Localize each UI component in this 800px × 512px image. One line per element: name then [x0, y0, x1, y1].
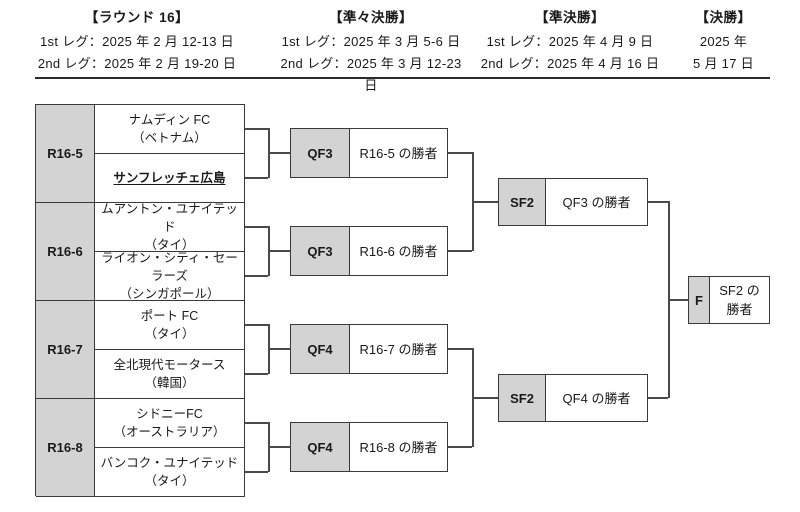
header-round16: 【ラウンド 16】 1st レグ：2025 年 2 月 12-13 日 2nd … [30, 8, 244, 75]
team-cell-jeonbuk: 全北現代モータース （韓国） [95, 350, 245, 399]
round16-leg1-date: 1st レグ：2025 年 2 月 12-13 日 [40, 34, 234, 49]
team-country: （タイ） [144, 327, 195, 341]
team-name: バンコク・ユナイテッド [100, 456, 239, 470]
connector [245, 324, 268, 326]
final-title: 【決勝】 [695, 10, 752, 25]
connector [268, 348, 290, 350]
connector [245, 422, 268, 424]
connector [245, 275, 268, 277]
quarterfinal-title: 【準々決勝】 [329, 10, 413, 25]
final-winner-line1: SF2 の [719, 283, 760, 298]
sf2-winner-slot: QF4 の勝者 [562, 390, 631, 406]
header-final: 【決勝】 2025 年 5 月 17 日 [685, 8, 762, 75]
sf2-label: SF2 [499, 375, 546, 421]
team-country: （オーストラリア） [113, 425, 226, 439]
connector [472, 201, 498, 203]
team-cell-sydneyfc: シドニーFC （オーストラリア） [95, 399, 245, 448]
team-country: （シンガポール） [119, 287, 220, 301]
final-date-year: 2025 年 [699, 34, 748, 49]
tie-label-r16-6: R16-6 [36, 203, 95, 301]
qf3-label: QF3 [291, 227, 350, 275]
connector [648, 397, 668, 399]
qf4-node-top: QF4 R16-7 の勝者 [290, 324, 448, 374]
header-semifinal: 【準決勝】 1st レグ：2025 年 4 月 9 日 2nd レグ：2025 … [474, 8, 666, 75]
sf2-winner-slot: QF3 の勝者 [562, 194, 631, 210]
sf2-node-top: SF2 QF3 の勝者 [498, 178, 648, 226]
quarterfinal-leg2-date: 2nd レグ：2025 年 3 月 12-23 日 [280, 56, 462, 93]
sf2-node-bottom: SF2 QF4 の勝者 [498, 374, 648, 422]
semifinal-leg2-date: 2nd レグ：2025 年 4 月 16 日 [480, 56, 660, 71]
header-divider-rule [35, 77, 770, 79]
team-name: 全北現代モータース [113, 358, 226, 372]
team-cell-namdinh: ナムディン FC （ベトナム） [95, 105, 245, 154]
round16-table: R16-5 ナムディン FC （ベトナム） サンフレッチェ広島 R16-6 ムア… [35, 104, 245, 497]
header-quarterfinal: 【準々決勝】 1st レグ：2025 年 3 月 5-6 日 2nd レグ：20… [279, 8, 463, 97]
team-cell-muangthong: ムアントン・ユナイテッド （タイ） [95, 202, 245, 252]
tie-label-r16-8: R16-8 [36, 399, 95, 497]
round16-leg2-date: 2nd レグ：2025 年 2 月 19-20 日 [37, 56, 237, 71]
final-winner-slot: SF2 の 勝者 [710, 277, 769, 323]
team-cell-lioncity: ライオン・シティ・セーラーズ （シンガポール） [95, 251, 245, 301]
quarterfinal-leg1-date: 1st レグ：2025 年 3 月 5-6 日 [281, 34, 461, 49]
connector [245, 373, 268, 375]
connector [668, 299, 688, 301]
connector [648, 201, 668, 203]
team-name: ポート FC [140, 309, 199, 323]
team-name: ナムディン FC [128, 113, 211, 127]
qf4-node-bottom: QF4 R16-8 の勝者 [290, 422, 448, 472]
connector [245, 177, 268, 179]
tie-label-r16-7: R16-7 [36, 301, 95, 399]
connector [268, 446, 290, 448]
team-name: シドニーFC [136, 407, 203, 421]
team-name: ライオン・シティ・セーラーズ [101, 251, 238, 283]
qf4-label: QF4 [291, 423, 350, 471]
tie-label-r16-5: R16-5 [36, 105, 95, 203]
qf4-winner-slot: R16-8 の勝者 [359, 439, 438, 455]
team-country: （タイ） [144, 238, 195, 252]
connector [448, 348, 472, 350]
qf3-node-top: QF3 R16-5 の勝者 [290, 128, 448, 178]
final-label: F [689, 277, 710, 323]
connector [448, 250, 472, 252]
team-name: ムアントン・ユナイテッド [101, 202, 238, 234]
semifinal-leg1-date: 1st レグ：2025 年 4 月 9 日 [486, 34, 654, 49]
qf3-winner-slot: R16-5 の勝者 [359, 145, 438, 161]
team-cell-sanfrecce: サンフレッチェ広島 [95, 154, 245, 203]
final-node: F SF2 の 勝者 [688, 276, 770, 324]
team-country: （タイ） [144, 474, 195, 488]
connector [245, 471, 268, 473]
qf4-label: QF4 [291, 325, 350, 373]
team-cell-bangkokutd: バンコク・ユナイテッド （タイ） [95, 448, 245, 497]
semifinal-title: 【準決勝】 [535, 10, 605, 25]
team-name: サンフレッチェ広島 [113, 171, 226, 185]
connector [245, 226, 268, 228]
final-date-day: 5 月 17 日 [693, 56, 754, 71]
qf3-winner-slot: R16-6 の勝者 [359, 243, 438, 259]
connector [472, 397, 498, 399]
team-cell-portfc: ポート FC （タイ） [95, 301, 245, 350]
round16-title: 【ラウンド 16】 [84, 10, 190, 25]
final-winner-line2: 勝者 [726, 302, 753, 317]
team-country: （ベトナム） [132, 131, 207, 145]
sf2-label: SF2 [499, 179, 546, 225]
connector [448, 152, 472, 154]
qf3-node-bottom: QF3 R16-6 の勝者 [290, 226, 448, 276]
connector [448, 446, 472, 448]
qf4-winner-slot: R16-7 の勝者 [359, 341, 438, 357]
connector [268, 250, 290, 252]
team-country: （韓国） [144, 376, 195, 390]
connector [245, 128, 268, 130]
connector [268, 152, 290, 154]
qf3-label: QF3 [291, 129, 350, 177]
